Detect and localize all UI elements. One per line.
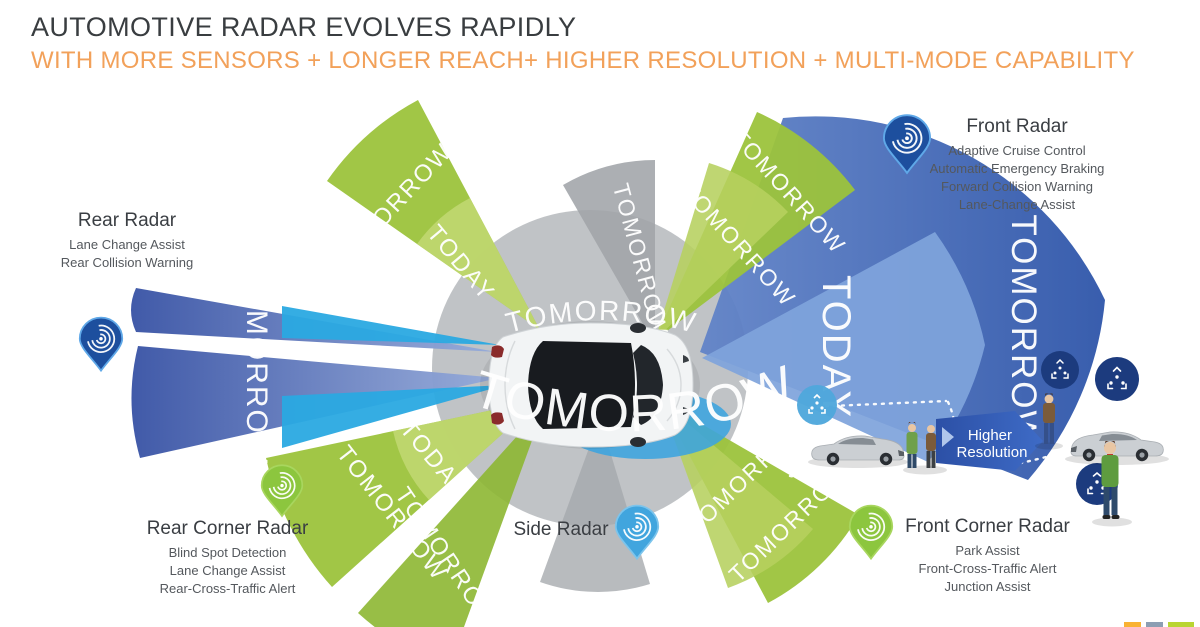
car-mirror-right [630, 437, 646, 447]
pedestrian-man-2 [1035, 393, 1063, 450]
front-tomorrow-label: TOMORROW [1004, 214, 1043, 445]
logo-green-block [1168, 622, 1194, 627]
car-mirror-left [630, 323, 646, 333]
detected-car-1 [808, 435, 908, 468]
ego-car [480, 321, 700, 449]
logo-blue-block [1146, 622, 1163, 627]
rear-tomorrow-label: TOMORROW [240, 265, 273, 465]
point-cloud-marker-lightblue [797, 385, 837, 425]
rear-radar-title: Rear Radar [77, 210, 177, 231]
banner-arrow-icon [942, 427, 954, 447]
rear-radar-today-beam-lower [282, 385, 505, 448]
rear-corner-fan-down [358, 405, 545, 627]
rear-radar-feature: Rear Collision Warning [60, 254, 194, 270]
front-radar-feature: Forward Collision Warning [941, 178, 1093, 194]
rear-corner-radar-title: Rear Corner Radar [146, 518, 309, 539]
rear-radar-feature: Lane Change Assist [69, 237, 185, 252]
front-radar-callout: Front Radar Adaptive Cruise Control Auto… [912, 116, 1122, 214]
rear-corner-radar-feature: Rear-Cross-Traffic Alert [159, 580, 296, 596]
front-corner-radar-feature: Park Assist [955, 543, 1020, 558]
rear-corner-radar-feature: Lane Change Assist [169, 562, 286, 578]
front-corner-fan-upright-inner [655, 163, 788, 340]
front-radar-feature: Lane-Change Assist [958, 196, 1076, 212]
front-corner-radar-pin-icon [848, 504, 894, 561]
pedestrian-woman-2 [1092, 441, 1132, 527]
pedestrian-woman [906, 422, 918, 468]
car-taillight-left [491, 345, 504, 358]
rear-radar-pin-icon [78, 316, 124, 373]
logo-orange-block [1124, 622, 1141, 627]
car-roof-glass [528, 341, 635, 429]
front-corner-radar-callout: Front Corner Radar Park Assist Front-Cro… [885, 516, 1090, 596]
front-radar-feature: Adaptive Cruise Control [948, 143, 1086, 158]
page-title: AUTOMOTIVE RADAR EVOLVES RAPIDLY [31, 12, 577, 42]
front-corner-radar-feature: Junction Assist [944, 578, 1031, 594]
rear-radar-today-beam-upper [282, 306, 500, 345]
front-radar-title: Front Radar [966, 116, 1068, 137]
pedestrian-pair [903, 422, 947, 475]
front-corner-radar-title: Front Corner Radar [905, 516, 1070, 537]
rear-corner-radar-feature: Blind Spot Detection [168, 545, 287, 560]
side-radar-bottom-beam [540, 418, 650, 592]
side-radar-top-beam [563, 160, 655, 345]
side-radar-title: Side Radar [513, 519, 609, 540]
higher-resolution-text: Higher Resolution [957, 427, 1028, 461]
front-radar-feature: Automatic Emergency Braking [929, 160, 1105, 176]
rear-radar-callout: Rear Radar Lane Change Assist Rear Colli… [27, 210, 227, 272]
partial-logo [1124, 622, 1194, 627]
rear-corner-radar-callout: Rear Corner Radar Blind Spot Detection L… [120, 518, 335, 598]
rear-corner-fan-upleft-today-zone [417, 198, 540, 330]
page-subtitle: WITH MORE SENSORS + LONGER REACH+ HIGHER… [31, 47, 1135, 74]
front-radar-today-wedge [702, 232, 985, 462]
front-corner-radar-feature: Front-Cross-Traffic Alert [918, 560, 1057, 576]
pedestrian-man [926, 425, 936, 468]
front-radar-pin-icon [882, 114, 932, 175]
side-radar-callout: Side Radar [505, 519, 617, 545]
side-radar-pin-icon [614, 504, 660, 561]
car-windshield [633, 345, 663, 425]
car-taillight-right [491, 412, 504, 425]
rear-corner-radar-pin-icon [260, 464, 304, 518]
higher-resolution-banner: Higher Resolution [936, 411, 1043, 471]
